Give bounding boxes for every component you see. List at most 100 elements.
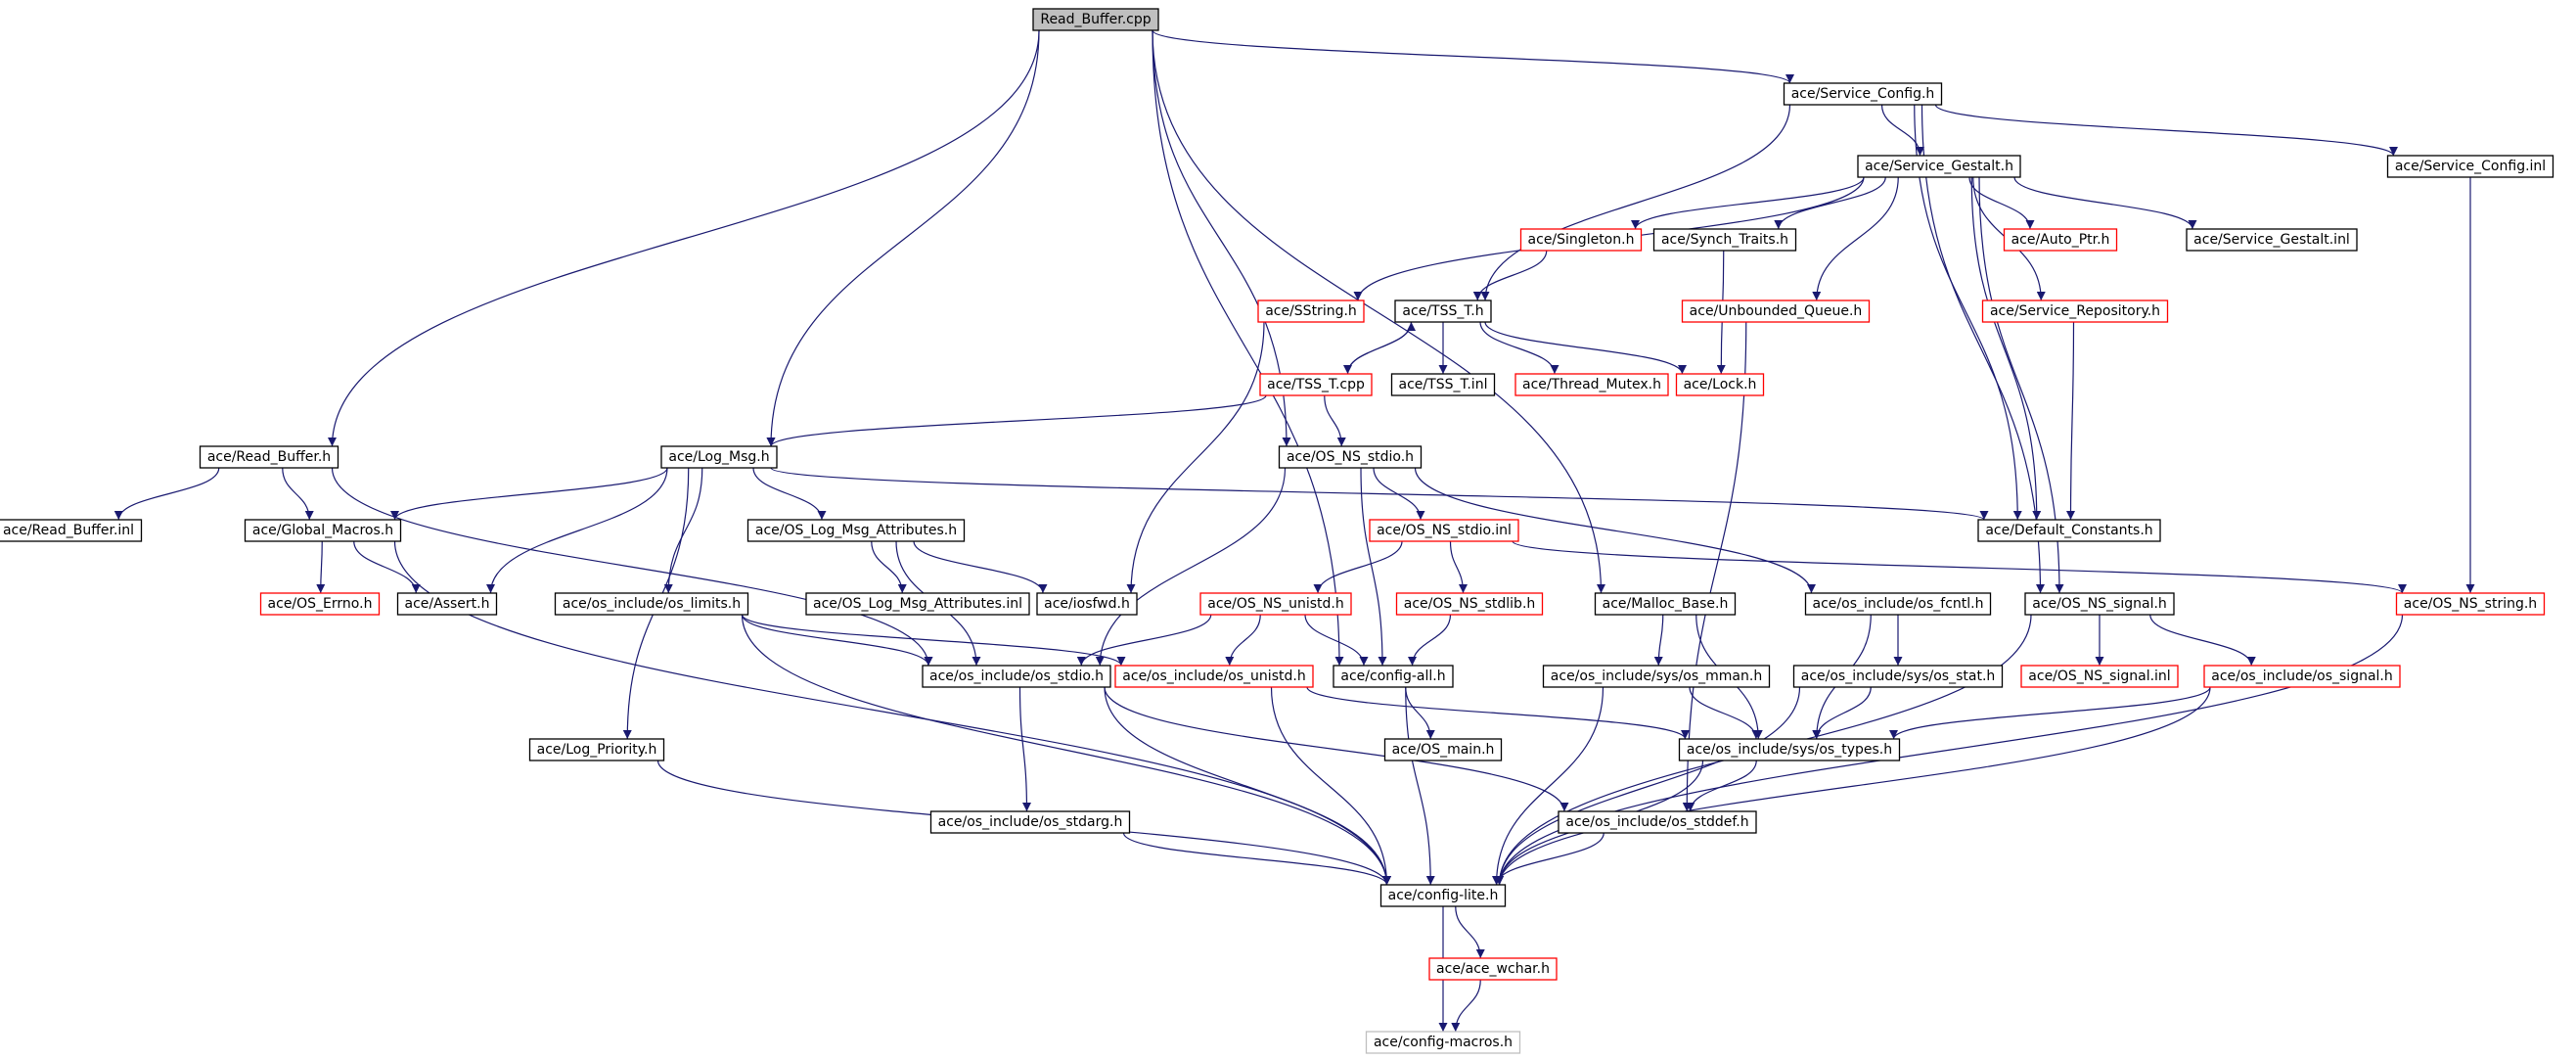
- node-sstring-h[interactable]: ace/SString.h: [1257, 300, 1365, 323]
- node-box[interactable]: [396, 592, 498, 616]
- node-iosfwd-h[interactable]: ace/iosfwd.h: [1036, 592, 1138, 616]
- node-auto-ptr-h[interactable]: ace/Auto_Ptr.h: [2003, 228, 2118, 252]
- node-os-stdio-h[interactable]: ace/os_include/os_stdio.h: [922, 665, 1111, 688]
- node-os-ns-stdio-inl[interactable]: ace/OS_NS_stdio.inl: [1369, 519, 1519, 542]
- node-os-limits-h[interactable]: ace/os_include/os_limits.h: [554, 592, 749, 616]
- node-box[interactable]: [805, 592, 1030, 616]
- node-box[interactable]: [922, 665, 1111, 688]
- node-box[interactable]: [1114, 665, 1314, 688]
- node-box[interactable]: [1857, 155, 2021, 178]
- node-box[interactable]: [1036, 592, 1138, 616]
- node-default-constants-h[interactable]: ace/Default_Constants.h: [1977, 519, 2161, 542]
- node-box[interactable]: [1365, 1031, 1521, 1054]
- node-box[interactable]: [1395, 592, 1544, 616]
- node-sys-os-types-h[interactable]: ace/os_include/sys/os_types.h: [1678, 738, 1901, 761]
- node-box[interactable]: [1379, 884, 1507, 907]
- node-read-buffer-cpp[interactable]: Read_Buffer.cpp: [1032, 8, 1159, 31]
- node-box[interactable]: [244, 519, 402, 542]
- node-box[interactable]: [2386, 155, 2554, 178]
- node-sys-os-mman-h[interactable]: ace/os_include/sys/os_mman.h: [1542, 665, 1771, 688]
- node-box[interactable]: [554, 592, 749, 616]
- node-os-unistd-h[interactable]: ace/os_include/os_unistd.h: [1114, 665, 1314, 688]
- node-box[interactable]: [2020, 665, 2179, 688]
- node-box[interactable]: [2003, 228, 2118, 252]
- node-os-ns-unistd-h[interactable]: ace/OS_NS_unistd.h: [1199, 592, 1352, 616]
- node-thread-mutex-h[interactable]: ace/Thread_Mutex.h: [1514, 373, 1669, 396]
- node-box[interactable]: [1558, 810, 1757, 834]
- node-os-log-msg-attributes-inl[interactable]: ace/OS_Log_Msg_Attributes.inl: [805, 592, 1030, 616]
- node-service-gestalt-h[interactable]: ace/Service_Gestalt.h: [1857, 155, 2021, 178]
- node-os-stdarg-h[interactable]: ace/os_include/os_stdarg.h: [929, 810, 1131, 834]
- node-os-errno-h[interactable]: ace/OS_Errno.h: [259, 592, 381, 616]
- node-box[interactable]: [0, 519, 143, 542]
- node-os-main-h[interactable]: ace/OS_main.h: [1383, 738, 1503, 761]
- node-read-buffer-h[interactable]: ace/Read_Buffer.h: [199, 445, 339, 469]
- node-service-config-h[interactable]: ace/Service_Config.h: [1783, 82, 1943, 106]
- node-os-ns-stdio-h[interactable]: ace/OS_NS_stdio.h: [1278, 445, 1423, 469]
- node-os-signal-h[interactable]: ace/os_include/os_signal.h: [2203, 665, 2401, 688]
- node-box[interactable]: [1257, 300, 1365, 323]
- node-box[interactable]: [929, 810, 1131, 834]
- node-box[interactable]: [528, 738, 665, 761]
- node-box[interactable]: [1383, 738, 1503, 761]
- node-log-priority-h[interactable]: ace/Log_Priority.h: [528, 738, 665, 761]
- node-box[interactable]: [1519, 228, 1643, 252]
- node-service-config-inl[interactable]: ace/Service_Config.inl: [2386, 155, 2554, 178]
- node-os-ns-signal-h[interactable]: ace/OS_NS_signal.h: [2024, 592, 2175, 616]
- node-os-fcntl-h[interactable]: ace/os_include/os_fcntl.h: [1804, 592, 1992, 616]
- node-box[interactable]: [1804, 592, 1992, 616]
- node-config-lite-h[interactable]: ace/config-lite.h: [1379, 884, 1507, 907]
- node-box[interactable]: [1792, 665, 2004, 688]
- node-box[interactable]: [2024, 592, 2175, 616]
- node-box[interactable]: [1594, 592, 1737, 616]
- node-box[interactable]: [2203, 665, 2401, 688]
- node-global-macros-h[interactable]: ace/Global_Macros.h: [244, 519, 402, 542]
- node-tss-t-h[interactable]: ace/TSS_T.h: [1394, 300, 1492, 323]
- node-sys-os-stat-h[interactable]: ace/os_include/sys/os_stat.h: [1792, 665, 2004, 688]
- node-box[interactable]: [1977, 519, 2161, 542]
- node-box[interactable]: [1681, 300, 1871, 323]
- node-box[interactable]: [1333, 665, 1454, 688]
- node-box[interactable]: [1369, 519, 1519, 542]
- node-tss-t-cpp[interactable]: ace/TSS_T.cpp: [1259, 373, 1373, 396]
- node-service-repository-h[interactable]: ace/Service_Repository.h: [1981, 300, 2169, 323]
- node-unbounded-queue-h[interactable]: ace/Unbounded_Queue.h: [1681, 300, 1871, 323]
- node-box[interactable]: [1652, 228, 1797, 252]
- node-box[interactable]: [1390, 373, 1496, 396]
- node-lock-h[interactable]: ace/Lock.h: [1675, 373, 1765, 396]
- node-os-ns-signal-inl[interactable]: ace/OS_NS_signal.inl: [2020, 665, 2179, 688]
- node-os-ns-string-h[interactable]: ace/OS_NS_string.h: [2395, 592, 2546, 616]
- node-box[interactable]: [1542, 665, 1771, 688]
- node-box[interactable]: [2186, 228, 2358, 252]
- node-box[interactable]: [1783, 82, 1943, 106]
- node-tss-t-inl[interactable]: ace/TSS_T.inl: [1390, 373, 1496, 396]
- node-read-buffer-inl[interactable]: ace/Read_Buffer.inl: [0, 519, 143, 542]
- node-box[interactable]: [1514, 373, 1669, 396]
- node-box[interactable]: [199, 445, 339, 469]
- node-box[interactable]: [1675, 373, 1765, 396]
- node-config-macros-h[interactable]: ace/config-macros.h: [1365, 1031, 1521, 1054]
- node-os-log-msg-attributes-h[interactable]: ace/OS_Log_Msg_Attributes.h: [746, 519, 966, 542]
- node-service-gestalt-inl[interactable]: ace/Service_Gestalt.inl: [2186, 228, 2358, 252]
- node-box[interactable]: [660, 445, 778, 469]
- node-box[interactable]: [1981, 300, 2169, 323]
- node-ace-wchar-h[interactable]: ace/ace_wchar.h: [1428, 957, 1558, 981]
- node-os-ns-stdlib-h[interactable]: ace/OS_NS_stdlib.h: [1395, 592, 1544, 616]
- node-box[interactable]: [1394, 300, 1492, 323]
- node-box[interactable]: [1678, 738, 1901, 761]
- node-box[interactable]: [1259, 373, 1373, 396]
- node-malloc-base-h[interactable]: ace/Malloc_Base.h: [1594, 592, 1737, 616]
- node-box[interactable]: [1428, 957, 1558, 981]
- node-config-all-h[interactable]: ace/config-all.h: [1333, 665, 1454, 688]
- node-box[interactable]: [1032, 8, 1159, 31]
- node-assert-h[interactable]: ace/Assert.h: [396, 592, 498, 616]
- node-log-msg-h[interactable]: ace/Log_Msg.h: [660, 445, 778, 469]
- node-synch-traits-h[interactable]: ace/Synch_Traits.h: [1652, 228, 1797, 252]
- node-singleton-h[interactable]: ace/Singleton.h: [1519, 228, 1643, 252]
- node-os-stddef-h[interactable]: ace/os_include/os_stddef.h: [1558, 810, 1757, 834]
- node-box[interactable]: [746, 519, 966, 542]
- node-box[interactable]: [2395, 592, 2546, 616]
- node-box[interactable]: [259, 592, 381, 616]
- node-box[interactable]: [1199, 592, 1352, 616]
- node-box[interactable]: [1278, 445, 1423, 469]
